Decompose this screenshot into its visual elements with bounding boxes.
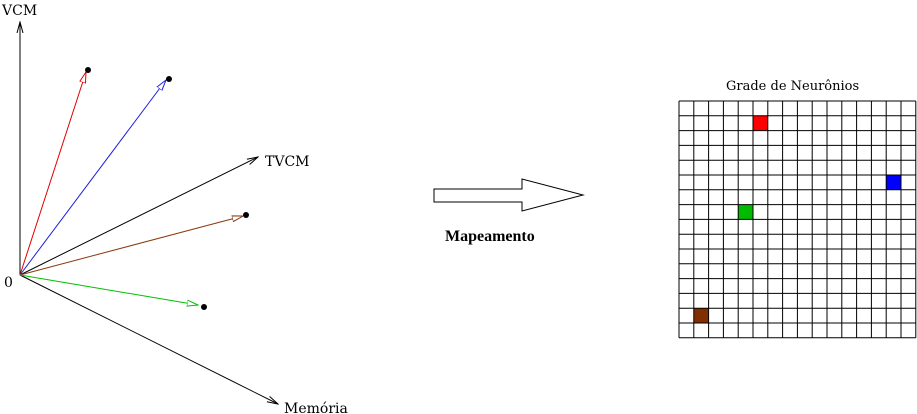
blue-vector xyxy=(19,80,166,276)
red-vector-point xyxy=(85,67,91,73)
green-vector xyxy=(19,274,198,305)
origin-label: 0 xyxy=(4,275,13,291)
mapping-arrow xyxy=(433,178,585,212)
memoria-axis xyxy=(19,274,278,404)
highlighted-neuron-cell xyxy=(693,308,709,323)
tvcm-axis xyxy=(19,157,258,276)
memoria-label: Memória xyxy=(284,401,348,414)
highlighted-neuron-cell xyxy=(886,175,901,190)
tvcm-label: TVCM xyxy=(265,154,310,170)
vcm-label: VCM xyxy=(1,3,37,19)
green-vector-point xyxy=(201,304,207,310)
mapping-label: Mapeamento xyxy=(445,228,535,245)
blue-vector-point xyxy=(166,76,172,82)
highlighted-neuron-cell xyxy=(738,204,753,220)
highlighted-neuron-cell xyxy=(753,115,768,131)
brown-vector xyxy=(19,216,243,276)
neuron-grid xyxy=(678,100,917,339)
grid-title: Grade de Neurônios xyxy=(726,79,859,94)
brown-vector-point xyxy=(243,212,249,218)
red-vector xyxy=(19,72,86,276)
